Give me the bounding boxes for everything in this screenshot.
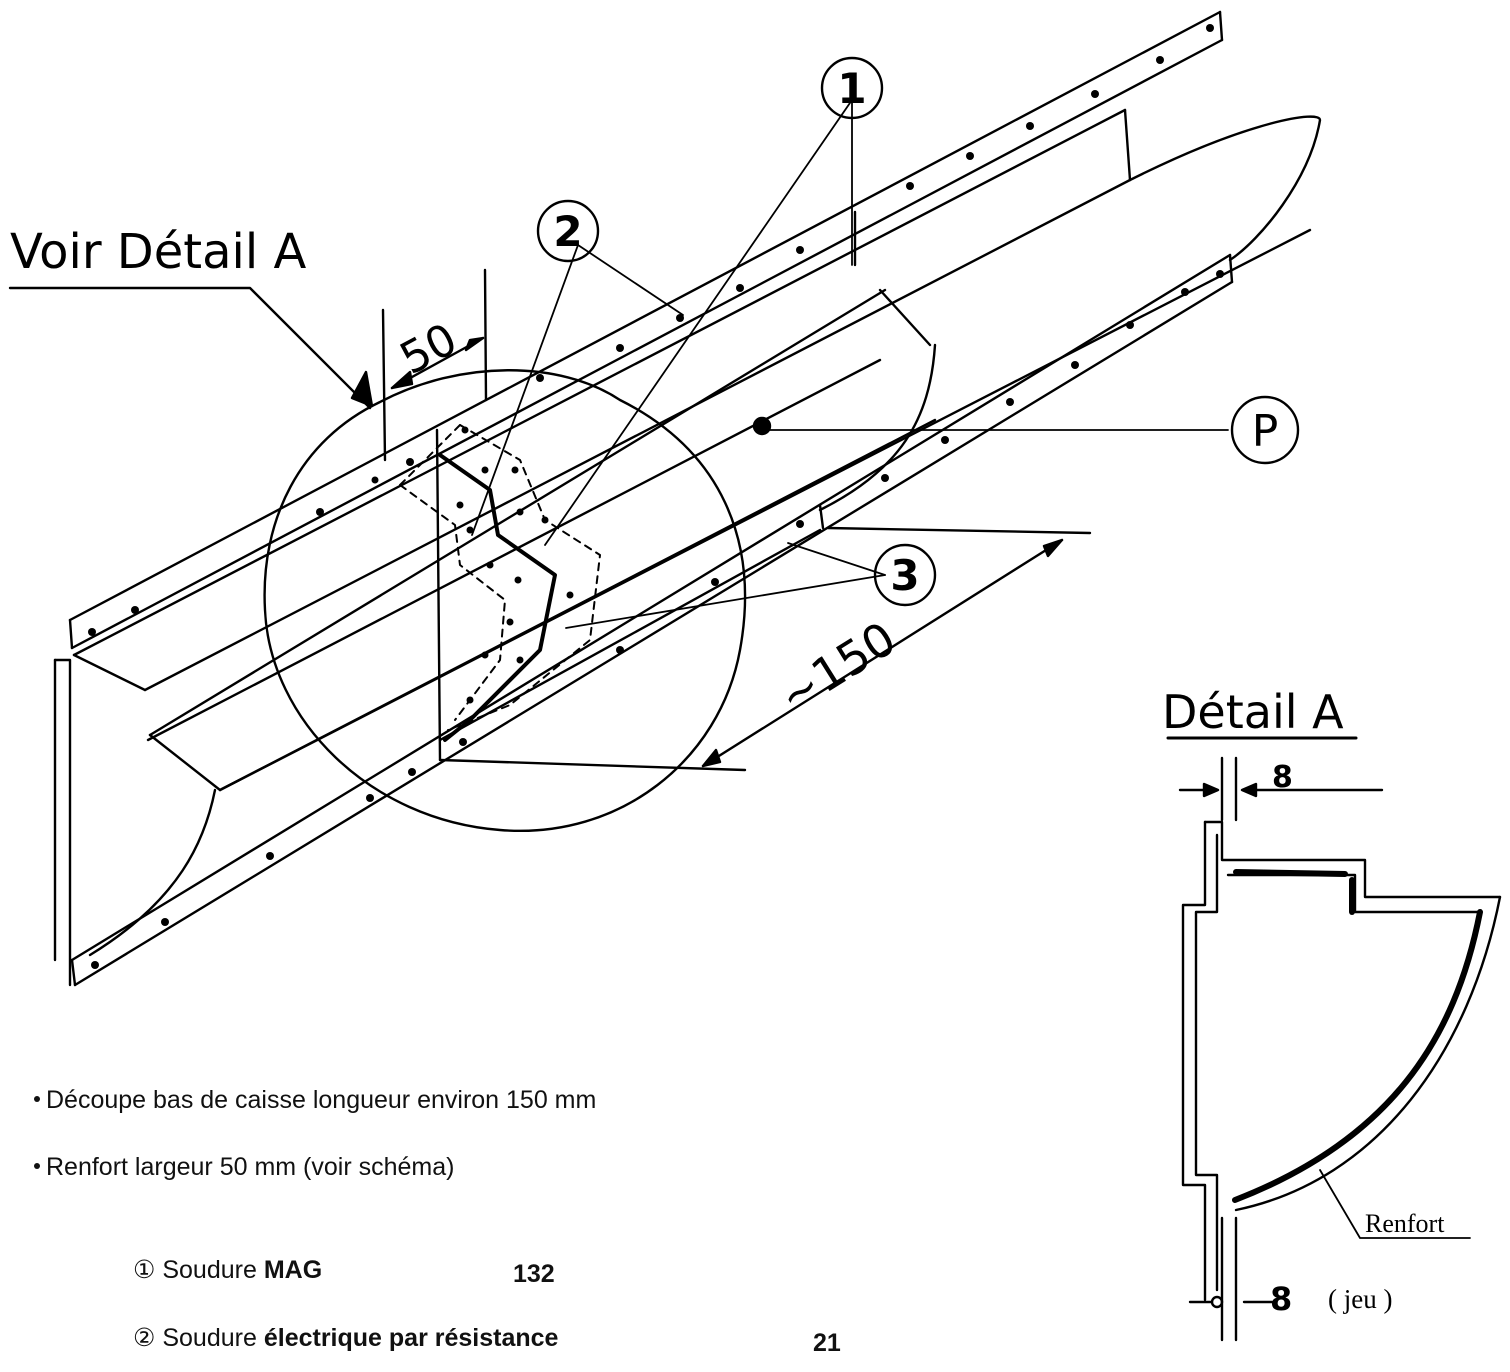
- detail-a-title: Détail A: [1162, 685, 1344, 739]
- rocker-panel: [53, 10, 1322, 987]
- note-line-1: Découpe bas de caisse longueur environ 1…: [34, 1085, 596, 1115]
- callout-2-circle: [536, 199, 600, 263]
- weld-2-prefix: ② Soudure: [133, 1324, 257, 1352]
- weld-1-prefix: ① Soudure: [133, 1256, 257, 1284]
- dimension-50-label: 50: [392, 314, 465, 385]
- voir-detail-label: Voir Détail A: [10, 224, 306, 280]
- weld-spot-dots: [88, 24, 1224, 969]
- detail-jeu-label: ( jeu ): [1328, 1284, 1392, 1314]
- weld-1-line: ① Soudure MAG: [133, 1255, 322, 1285]
- dimension-50: [381, 268, 488, 462]
- weld-1-type: MAG: [263, 1256, 323, 1284]
- voir-detail-leader: [8, 286, 374, 410]
- callout-1-circle: [820, 56, 884, 120]
- dimension-150: [701, 526, 1092, 768]
- weld-2-line: ② Soudure électrique par résistance: [133, 1323, 558, 1353]
- callout-p-label: P: [1252, 406, 1279, 457]
- bullet-icon: [34, 1096, 40, 1103]
- callout-1-label: 1: [837, 64, 866, 113]
- callout-3-circle: [873, 543, 937, 607]
- bullet-icon: [34, 1163, 40, 1170]
- callout-p-circle: [1230, 395, 1300, 465]
- weld-2-code: 21: [813, 1329, 841, 1357]
- detail-a-circle: [263, 369, 747, 833]
- weld-2-type: électrique par résistance: [263, 1324, 559, 1352]
- detail-dim-bottom: 8: [1270, 1280, 1292, 1318]
- weld-1-code: 132: [513, 1260, 555, 1288]
- renfort-label: Renfort: [1365, 1209, 1445, 1238]
- point-p-marker: [752, 416, 772, 436]
- detail-a-section: [1166, 736, 1502, 1342]
- callout-2-label: 2: [553, 207, 582, 256]
- dimension-150-label: ~150: [769, 611, 905, 724]
- note-line-2: Renfort largeur 50 mm (voir schéma): [34, 1152, 454, 1182]
- callout-3-label: 3: [890, 551, 919, 600]
- detail-dim-top: 8: [1272, 760, 1293, 795]
